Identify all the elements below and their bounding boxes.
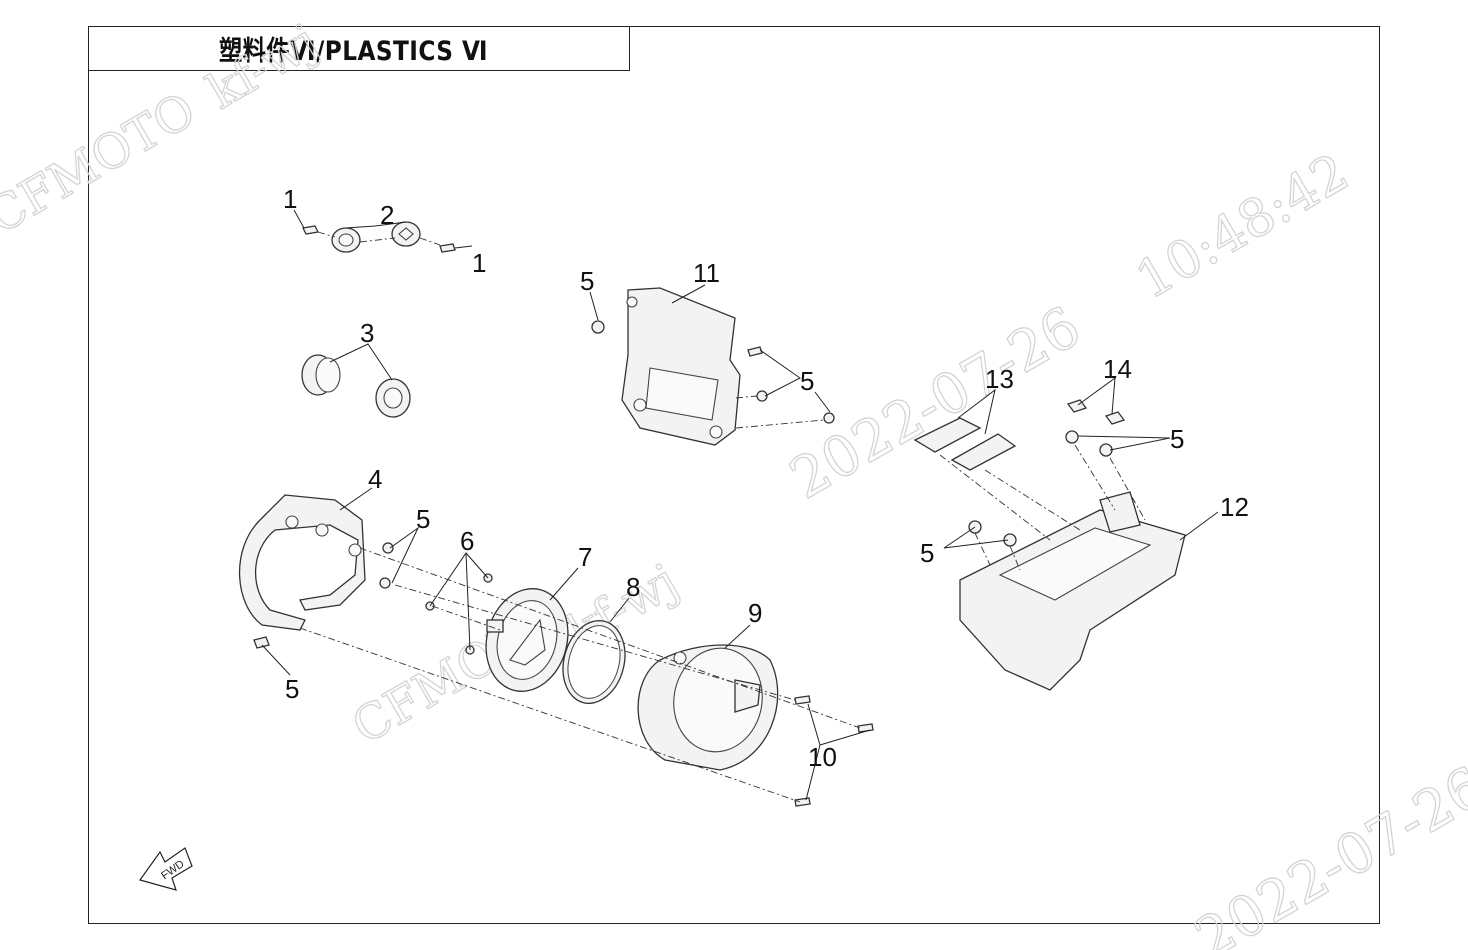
watermark-layer: CFMOTO kf-wj 10:48:42 2022-07-26 kf-wj C… bbox=[0, 13, 1468, 950]
callout-14: 14 bbox=[1103, 354, 1132, 384]
callout-12: 12 bbox=[1220, 492, 1249, 522]
watermark-user-top: kf-wj bbox=[198, 13, 328, 120]
bolt-1-right bbox=[439, 243, 456, 253]
part-14-clips bbox=[1065, 399, 1126, 457]
part-9-housing bbox=[637, 644, 779, 771]
callout-6: 6 bbox=[460, 526, 474, 556]
callout-8: 8 bbox=[626, 572, 640, 602]
callout-13: 13 bbox=[985, 364, 1014, 394]
part-1-2-group bbox=[302, 221, 456, 253]
title-box: 塑料件Ⅵ/PLASTICS Ⅵ bbox=[88, 26, 630, 71]
callout-1: 1 bbox=[283, 184, 297, 214]
callout-7: 7 bbox=[578, 542, 592, 572]
screw-5-bracket-left bbox=[591, 320, 605, 334]
watermark-brand-top-left: CFMOTO bbox=[0, 82, 205, 245]
callout-5: 5 bbox=[416, 504, 430, 534]
part-10-bolts bbox=[794, 695, 874, 807]
part-8-gasket bbox=[562, 620, 626, 704]
callout-3: 3 bbox=[360, 318, 374, 348]
callout-11: 11 bbox=[693, 258, 720, 288]
callout-9: 9 bbox=[748, 598, 762, 628]
callout-5: 5 bbox=[1170, 424, 1184, 454]
callout-1: 1 bbox=[472, 248, 486, 278]
part-13-pads bbox=[913, 417, 1017, 471]
callout-5: 5 bbox=[800, 366, 814, 396]
part-12-tray bbox=[939, 444, 1186, 691]
callout-numbers: 1 1 2 3 4 5 5 5 5 5 5 6 7 8 9 10 11 12 1… bbox=[283, 184, 1249, 772]
callout-10: 10 bbox=[808, 742, 837, 772]
callout-2: 2 bbox=[380, 200, 394, 230]
leader-lines bbox=[261, 209, 1219, 801]
part-7-bezel bbox=[485, 588, 569, 692]
callout-4: 4 bbox=[368, 464, 382, 494]
forward-arrow-icon: FWD bbox=[139, 847, 193, 891]
part-11-bracket bbox=[591, 287, 835, 446]
watermark-date-center: 2022-07-26 bbox=[780, 294, 1092, 512]
bolt-1-left bbox=[302, 225, 319, 235]
assembly-axis-lines bbox=[299, 547, 861, 803]
callout-5: 5 bbox=[920, 538, 934, 568]
callout-5: 5 bbox=[580, 266, 594, 296]
watermark-time: 10:48:42 bbox=[1127, 143, 1359, 312]
watermark-date-bottom-right: 2022-07-26 bbox=[1185, 754, 1468, 950]
drawing-frame bbox=[88, 26, 1380, 924]
page-title: 塑料件Ⅵ/PLASTICS Ⅵ bbox=[219, 36, 488, 67]
part-3-group bbox=[301, 354, 411, 418]
part-4-shroud bbox=[238, 494, 394, 649]
callout-5: 5 bbox=[285, 674, 299, 704]
